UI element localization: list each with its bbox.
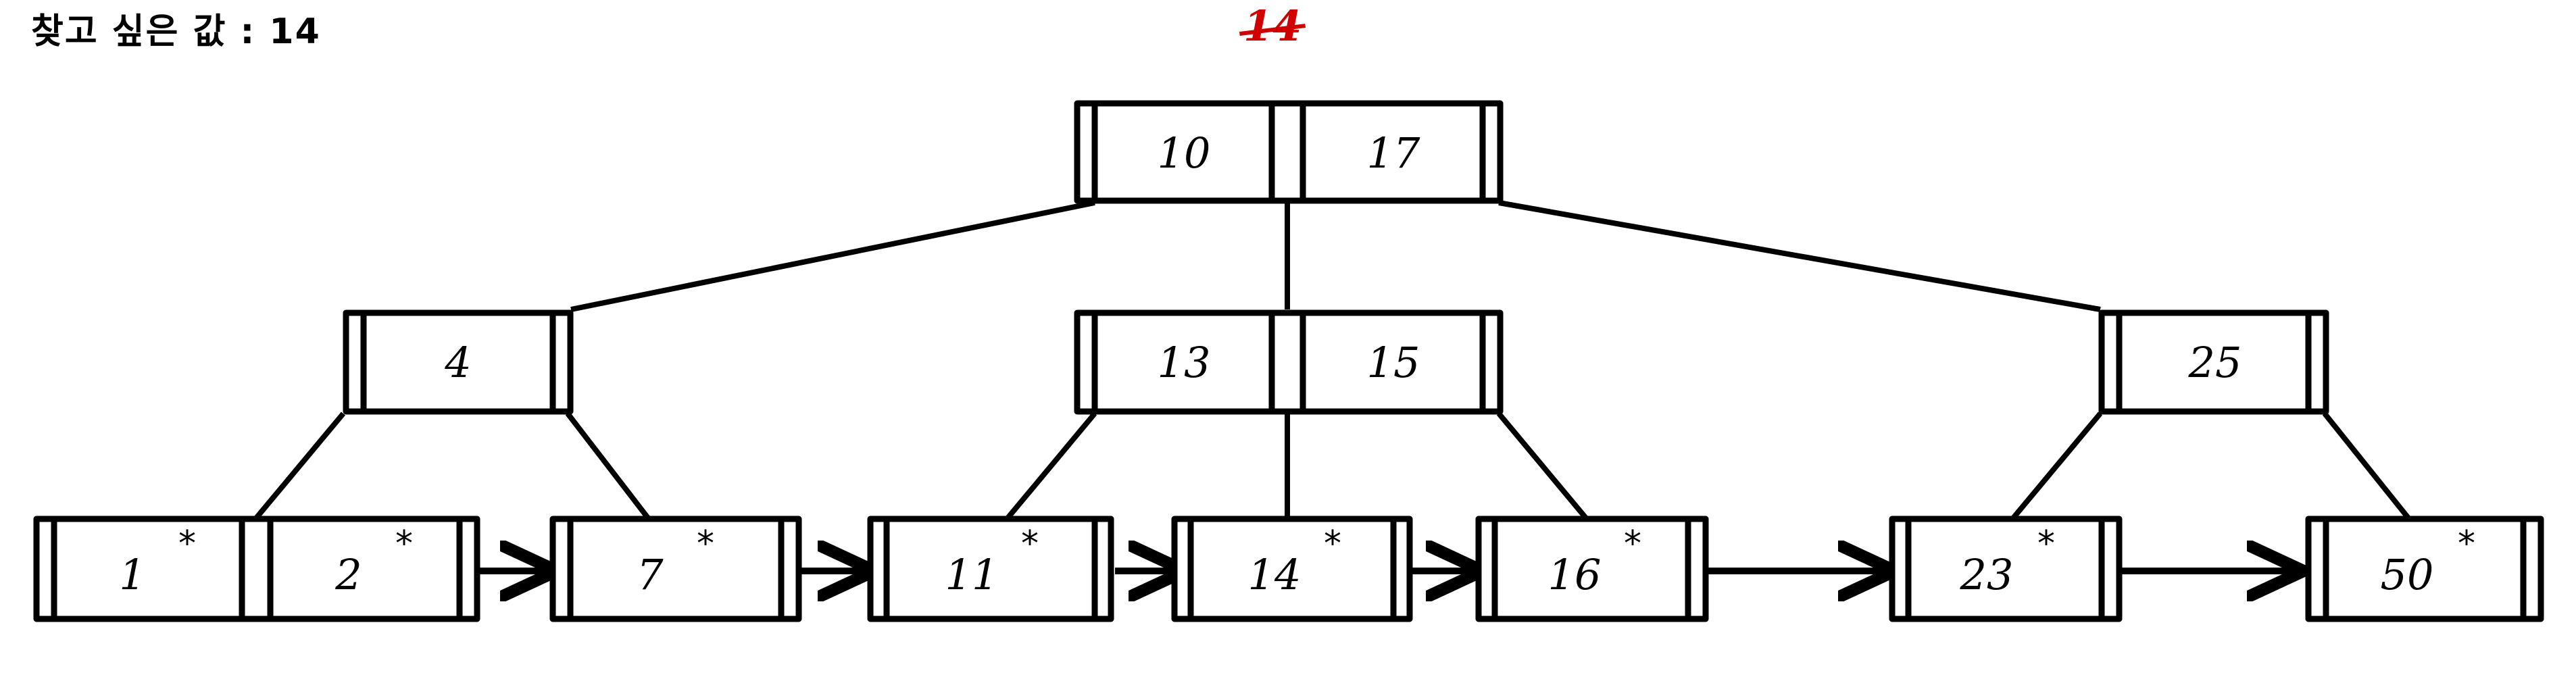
internal-middle-box bbox=[1074, 309, 1504, 415]
leaf-3-key-0: 11 bbox=[945, 550, 999, 599]
edge-left-internal-to-leaf1 bbox=[253, 411, 346, 521]
search-key-annotation: 14 bbox=[1243, 1, 1302, 51]
leaf-2-key-0: 7 bbox=[637, 550, 664, 599]
leaf-node-3[interactable]: 11 * bbox=[867, 516, 1114, 622]
leaf-6-star-0: * bbox=[2037, 524, 2055, 564]
internal-right-key-0: 25 bbox=[2188, 338, 2242, 387]
edge-root-left bbox=[570, 200, 1095, 312]
edges-root-to-internal bbox=[570, 200, 2101, 312]
leaf-1-key-0: 1 bbox=[119, 550, 145, 599]
root-node-box bbox=[1074, 100, 1504, 204]
search-key-value: 14 bbox=[1243, 1, 1302, 51]
internal-mid-key-0: 13 bbox=[1158, 338, 1211, 387]
leaf-node-6[interactable]: 23 * bbox=[1889, 516, 2123, 622]
leaf-4-box bbox=[1171, 516, 1413, 622]
leaf-7-box bbox=[2305, 516, 2544, 622]
leaf-2-box bbox=[549, 516, 802, 622]
leaf-6-key-0: 23 bbox=[1960, 550, 2014, 599]
leaf-3-star-0: * bbox=[1021, 524, 1039, 564]
leaf-1-star-1: * bbox=[395, 524, 413, 564]
leaf-node-7[interactable]: 50 * bbox=[2305, 516, 2544, 622]
edge-right-internal-to-leaf6 bbox=[2010, 411, 2103, 521]
leaf-4-key-0: 14 bbox=[1248, 550, 1302, 599]
edge-right-internal-to-leaf7 bbox=[2322, 411, 2412, 521]
root-key-0: 10 bbox=[1158, 128, 1211, 178]
leaf-7-star-0: * bbox=[2458, 524, 2475, 564]
leaf-6-box bbox=[1889, 516, 2123, 622]
leaf-1-box bbox=[33, 516, 480, 622]
leaf-4-star-0: * bbox=[1324, 524, 1341, 564]
leaf-3-box bbox=[867, 516, 1114, 622]
root-node[interactable]: 10 17 bbox=[1074, 100, 1504, 204]
leaf-node-2[interactable]: 7 * bbox=[549, 516, 802, 622]
leaf-2-star-0: * bbox=[697, 524, 714, 564]
leaf-5-star-0: * bbox=[1624, 524, 1641, 564]
edge-mid-internal-to-leaf5 bbox=[1496, 411, 1589, 521]
internal-node-left[interactable]: 4 bbox=[343, 309, 574, 415]
leaf-node-4[interactable]: 14 * bbox=[1171, 516, 1413, 622]
leaf-5-key-0: 16 bbox=[1548, 550, 1602, 599]
edge-mid-internal-to-leaf3 bbox=[1004, 411, 1097, 521]
leaf-1-key-1: 2 bbox=[335, 550, 362, 599]
leaf-1-star-0: * bbox=[178, 524, 196, 564]
edge-root-right bbox=[1498, 200, 2101, 312]
leaf-node-1[interactable]: 1 * 2 * bbox=[33, 516, 480, 622]
leaf-7-key-0: 50 bbox=[2381, 550, 2434, 599]
internal-mid-key-1: 15 bbox=[1367, 338, 1420, 387]
edges-internal-to-leaves bbox=[253, 411, 2412, 521]
search-caption: 찾고 싶은 값 : 14 bbox=[31, 11, 321, 52]
internal-node-right[interactable]: 25 bbox=[2098, 309, 2329, 415]
leaf-5-box bbox=[1475, 516, 1709, 622]
internal-left-key-0: 4 bbox=[444, 338, 471, 387]
root-key-1: 17 bbox=[1367, 128, 1420, 178]
internal-left-box bbox=[343, 309, 574, 415]
leaf-node-5[interactable]: 16 * bbox=[1475, 516, 1709, 622]
internal-right-box bbox=[2098, 309, 2329, 415]
internal-node-middle[interactable]: 13 15 bbox=[1074, 309, 1504, 415]
edge-left-internal-to-leaf2 bbox=[565, 411, 651, 521]
